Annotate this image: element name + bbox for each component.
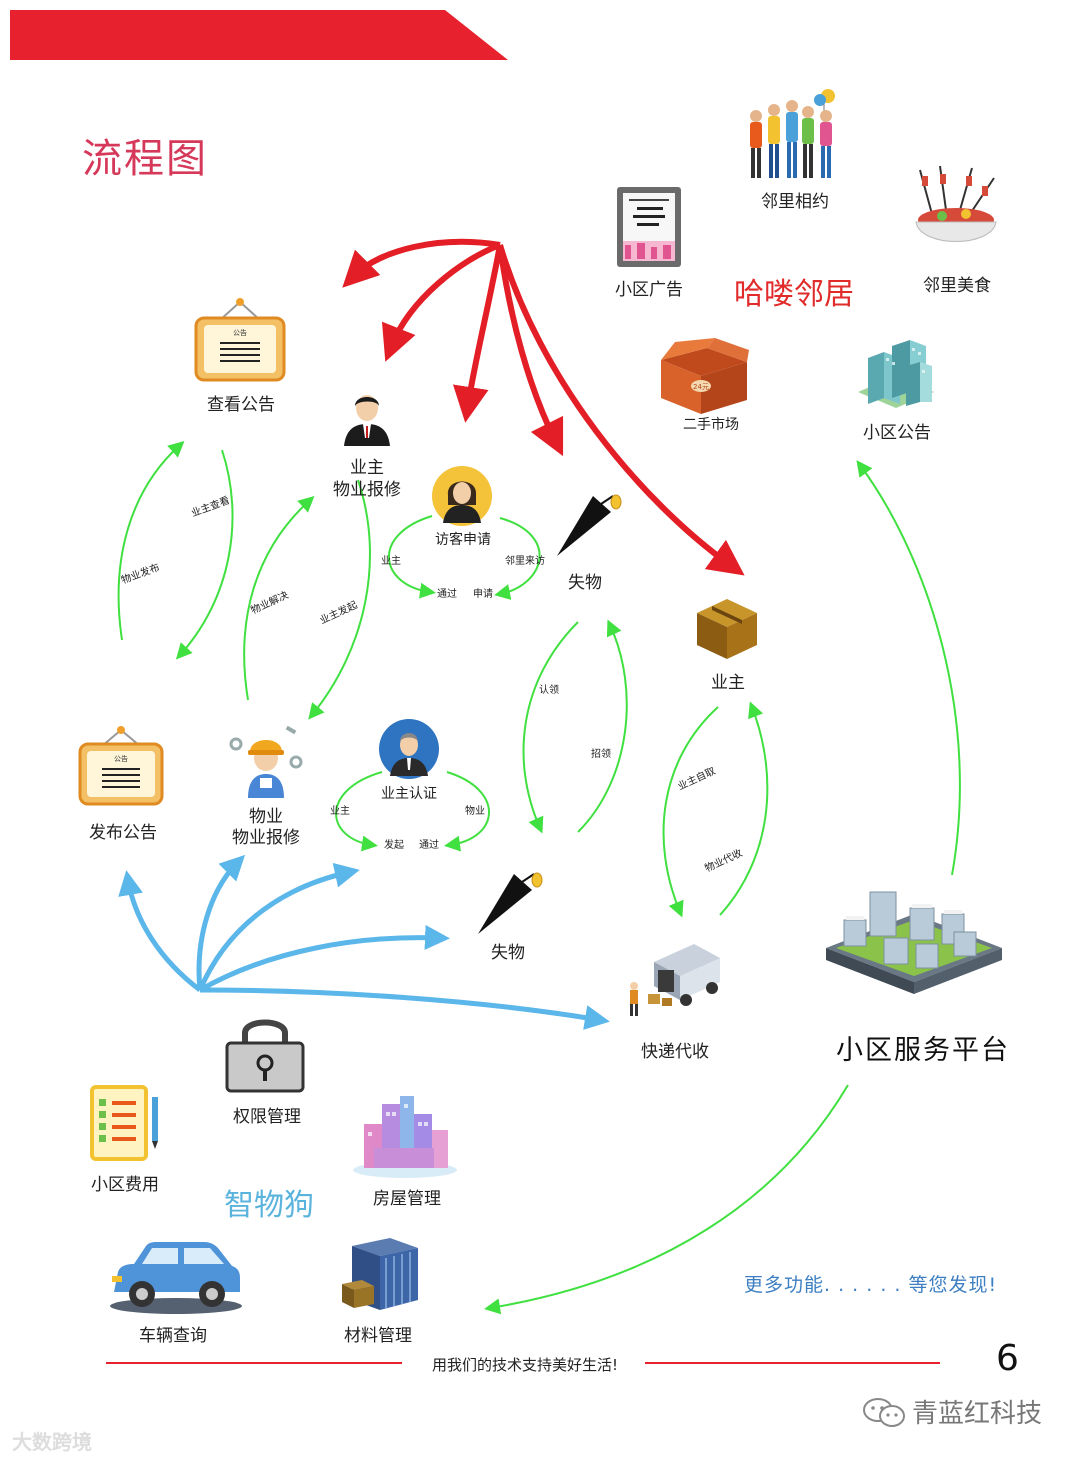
- crowd-icon: [750, 89, 835, 178]
- blue-arrow-cert: [197, 862, 360, 991]
- blue-arrows: [118, 854, 610, 1030]
- car-icon: [110, 1242, 242, 1314]
- express-label: 快递代收: [641, 1042, 709, 1062]
- green-arrow-visitor-right: [494, 517, 541, 600]
- red-arrow-visitor: [452, 244, 503, 423]
- cardboard-box-icon: [697, 599, 757, 659]
- edge-label-cert-pass: 通过: [419, 840, 439, 851]
- green-arrow-self-pickup: [662, 706, 719, 918]
- materials-label: 材料管理: [344, 1326, 412, 1346]
- green-arrow-claim: [522, 621, 579, 834]
- brand-wuwugou: 智物狗: [224, 1188, 314, 1223]
- red-arrows: [342, 238, 745, 576]
- housing-label: 房屋管理: [373, 1189, 441, 1209]
- ads-label: 小区广告: [615, 280, 683, 300]
- market-label: 二手市场: [683, 417, 739, 433]
- permission-label: 权限管理: [233, 1107, 301, 1127]
- woman-avatar-icon: [432, 466, 492, 526]
- umbrella-icon: [557, 494, 622, 556]
- visitor-apply-label: 访客申请: [435, 532, 491, 548]
- vehicle-label: 车辆查询: [139, 1326, 207, 1346]
- edge-label-claim: 认领: [539, 685, 559, 696]
- umbrella-icon: [478, 872, 543, 934]
- prop-repair-label-1: 物业: [249, 807, 283, 827]
- green-arrow-cert-left: [335, 771, 383, 852]
- community-notice-label: 小区公告: [863, 423, 931, 443]
- owner-repair-label-2: 物业报修: [333, 480, 401, 500]
- green-arrow-prop-solve: [243, 495, 315, 701]
- edge-label-cert-initiate: 发起: [384, 840, 404, 851]
- food-label: 邻里美食: [923, 276, 991, 296]
- price-tag-text: 24元: [693, 383, 709, 391]
- blue-arrow-publish: [118, 870, 202, 992]
- green-arrow-find-owner: [577, 619, 628, 833]
- lost-top-label: 失物: [568, 573, 602, 593]
- edge-label-visitor-pass: 通过: [437, 589, 457, 600]
- red-arrow-owner-box: [497, 244, 745, 576]
- more-features-text: 更多功能. . . . . . 等您发现!: [744, 1274, 998, 1296]
- green-arrow-cert-right: [444, 771, 490, 852]
- edge-label-visitor-neighbor: 邻里来访: [505, 556, 545, 567]
- green-arrow-more: [484, 1084, 849, 1315]
- man-avatar-icon: [379, 719, 439, 779]
- page-number: 6: [996, 1338, 1019, 1379]
- apartment-icon: [858, 340, 934, 408]
- edge-label-cert-owner: 业主: [330, 806, 350, 817]
- blue-arrow-prop-repair: [196, 854, 246, 991]
- brand-neighbors: 哈喽邻居: [734, 277, 854, 312]
- businessman-icon: [344, 395, 390, 446]
- edge-label-find-owner: 招领: [591, 749, 611, 760]
- owner-box-label: 业主: [711, 673, 745, 693]
- footer-slogan: 用我们的技术支持美好生活!: [432, 1356, 619, 1374]
- edge-label-visitor-owner: 业主: [381, 556, 401, 567]
- delivery-van-icon: [630, 944, 720, 1016]
- notice-board-icon: 公告: [194, 298, 286, 382]
- lost-bottom-label: 失物: [491, 943, 525, 963]
- blue-arrow-express: [199, 987, 610, 1030]
- platform-title: 小区服务平台: [836, 1035, 1010, 1066]
- green-arrow-platform-notice: [856, 460, 961, 876]
- food-bowl-icon: [915, 165, 997, 242]
- padlock-icon: [225, 1019, 305, 1093]
- wechat-account: 青蓝红科技: [912, 1399, 1043, 1429]
- view-notice-label: 查看公告: [207, 395, 275, 415]
- edge-label-visitor-apply: 申请: [473, 589, 493, 600]
- checklist-icon: [90, 1085, 158, 1161]
- wechat-icon: [863, 1398, 905, 1427]
- green-arrow-owner-view: [175, 449, 234, 660]
- notice-sign-text: 公告: [233, 328, 247, 337]
- edge-label-cert-prop: 物业: [465, 806, 485, 817]
- red-arrow-view-notice: [342, 238, 501, 288]
- community-platform-icon: [826, 891, 1002, 994]
- prop-repair-label-2: 物业报修: [232, 828, 300, 848]
- red-arrow-owner-repair: [381, 242, 502, 362]
- green-arrow-owner-initiate: [308, 479, 371, 720]
- notice-board-icon: 公告: [78, 726, 164, 806]
- city-buildings-icon: [353, 1096, 457, 1178]
- watermark-text: 大数跨境: [12, 1430, 92, 1454]
- notice-sign-text: 公告: [114, 754, 128, 763]
- publish-notice-label: 发布公告: [89, 823, 157, 843]
- open-box-icon: 24元: [661, 338, 749, 414]
- owner-repair-label-1: 业主: [350, 458, 384, 478]
- page-title: 流程图: [82, 136, 208, 182]
- warehouse-icon: [342, 1238, 418, 1310]
- billboard-icon: [617, 187, 681, 267]
- fees-label: 小区费用: [91, 1175, 159, 1195]
- worker-icon: [229, 725, 303, 798]
- green-arrows: [117, 440, 961, 1315]
- footer-lines: [106, 1362, 940, 1364]
- green-arrow-prop-collect: [719, 701, 769, 916]
- header-banner: [10, 10, 508, 60]
- meetup-label: 邻里相约: [761, 192, 829, 212]
- green-arrow-visitor-left: [388, 515, 436, 599]
- owner-cert-label: 业主认证: [381, 786, 437, 802]
- blue-arrow-lost: [198, 924, 450, 993]
- red-arrow-lost: [497, 244, 564, 457]
- green-arrow-prop-publish: [117, 440, 185, 641]
